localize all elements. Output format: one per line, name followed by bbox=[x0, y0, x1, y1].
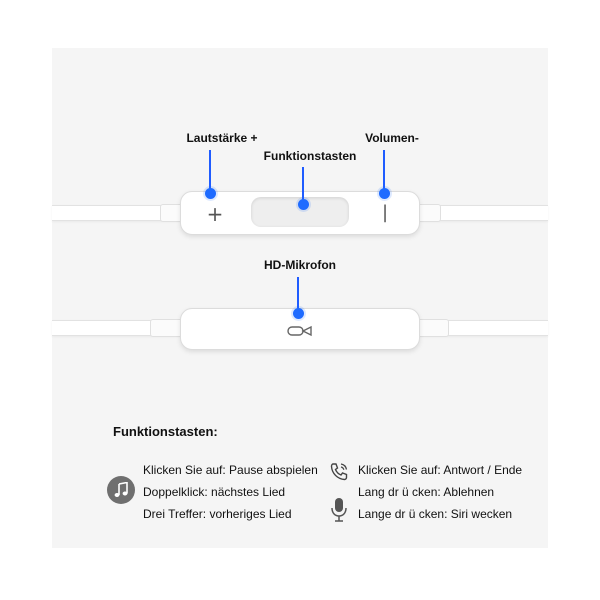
microphone-icon-legend bbox=[329, 497, 349, 523]
callout-microphone-dot bbox=[293, 308, 304, 319]
phone-action-line-1: Klicken Sie auf: Antwort / Ende bbox=[358, 463, 523, 477]
microphone-icon bbox=[287, 325, 312, 337]
callout-microphone-label: HD-Mikrofon bbox=[264, 258, 336, 272]
callout-volume-down-dot bbox=[379, 188, 390, 199]
cable-left-top bbox=[52, 205, 184, 221]
volume-down-button[interactable]: | bbox=[381, 202, 389, 223]
phone-action-line-2: Lang dr ü cken: Ablehnen bbox=[358, 485, 495, 499]
music-action-line-2: Doppelklick: nächstes Lied bbox=[143, 485, 286, 499]
callout-volume-up-stem bbox=[209, 150, 211, 192]
callout-function-stem bbox=[302, 167, 304, 203]
phone-icon bbox=[328, 461, 350, 483]
callout-volume-down-stem bbox=[383, 150, 385, 192]
music-note-icon bbox=[107, 476, 135, 504]
callout-volume-down-label: Volumen- bbox=[365, 131, 419, 145]
phone-action-line-3: Lange dr ü cken: Siri wecken bbox=[358, 507, 513, 521]
cable-right-top bbox=[414, 205, 548, 221]
music-action-line-1: Klicken Sie auf: Pause abspielen bbox=[143, 463, 318, 477]
callout-function-label: Funktionstasten bbox=[263, 149, 357, 163]
callout-volume-up-label: Lautstärke + bbox=[186, 131, 258, 145]
callout-microphone-stem bbox=[297, 277, 299, 313]
product-panel bbox=[52, 48, 548, 548]
callout-volume-up-dot bbox=[205, 188, 216, 199]
remote-housing: + | bbox=[180, 191, 420, 235]
volume-up-button[interactable]: + bbox=[206, 202, 224, 226]
function-legend-title: Funktionstasten: bbox=[113, 424, 218, 439]
callout-function-dot bbox=[298, 199, 309, 210]
music-action-line-3: Drei Treffer: vorheriges Lied bbox=[143, 507, 292, 521]
